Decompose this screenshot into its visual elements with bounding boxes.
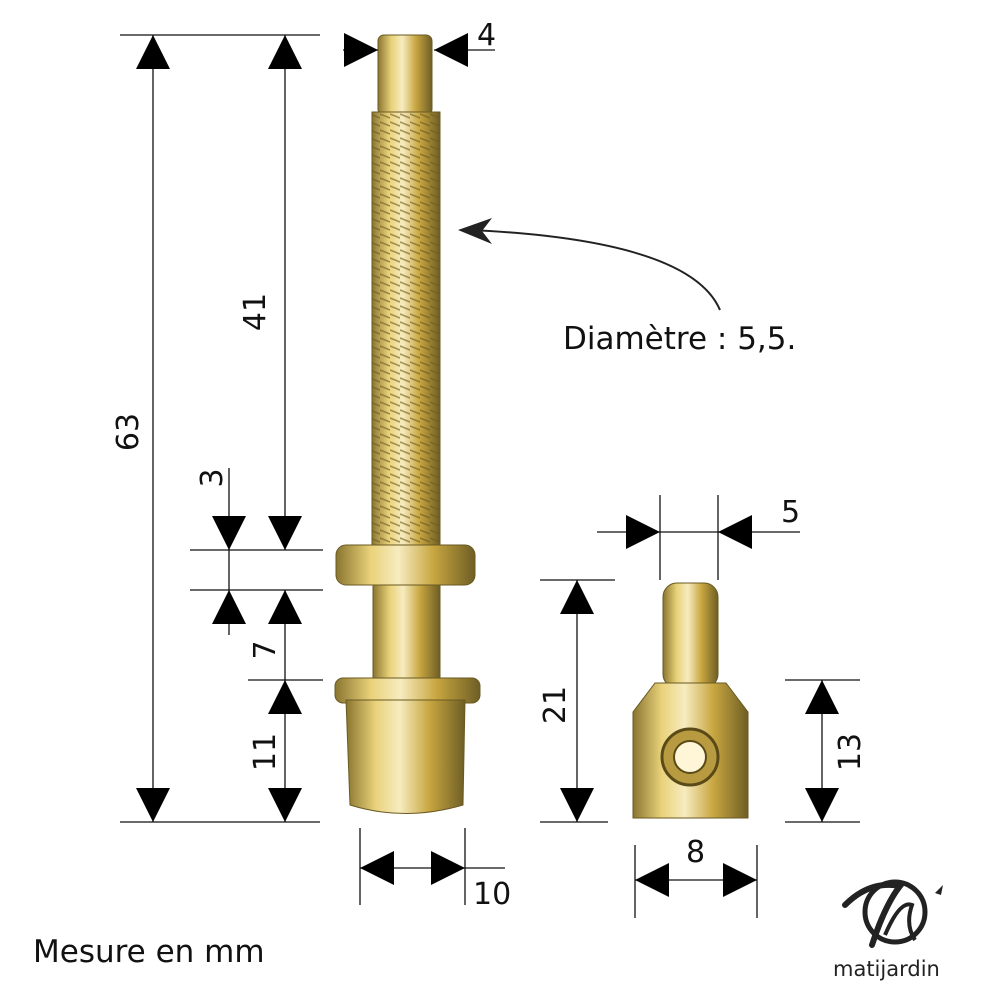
dimension-lines [136, 33, 839, 897]
dim-head-length: 11 [248, 733, 283, 771]
nut-drawing [632, 582, 749, 819]
dim-nut-pin-width: 5 [781, 495, 800, 530]
matijardin-logo: matijardin [833, 879, 943, 981]
logo-text: matijardin [833, 957, 940, 981]
units-note: Mesure en mm [33, 934, 265, 970]
screw-drawing [334, 34, 481, 814]
dim-head-width: 10 [473, 877, 511, 912]
dim-shank-length: 7 [248, 640, 283, 659]
dim-washer-thickness: 3 [195, 468, 230, 487]
dim-nut-width: 8 [686, 835, 705, 870]
extension-lines [120, 34, 860, 918]
dim-tip-width: 4 [477, 18, 496, 53]
dim-thread-length: 41 [238, 293, 273, 331]
diameter-pointer-arrow [458, 218, 721, 311]
dim-nut-body-height: 13 [833, 733, 868, 771]
diameter-annotation: Diamètre : 5,5. [563, 321, 796, 357]
dim-nut-height: 21 [538, 686, 573, 724]
dim-total-length: 63 [111, 413, 146, 451]
